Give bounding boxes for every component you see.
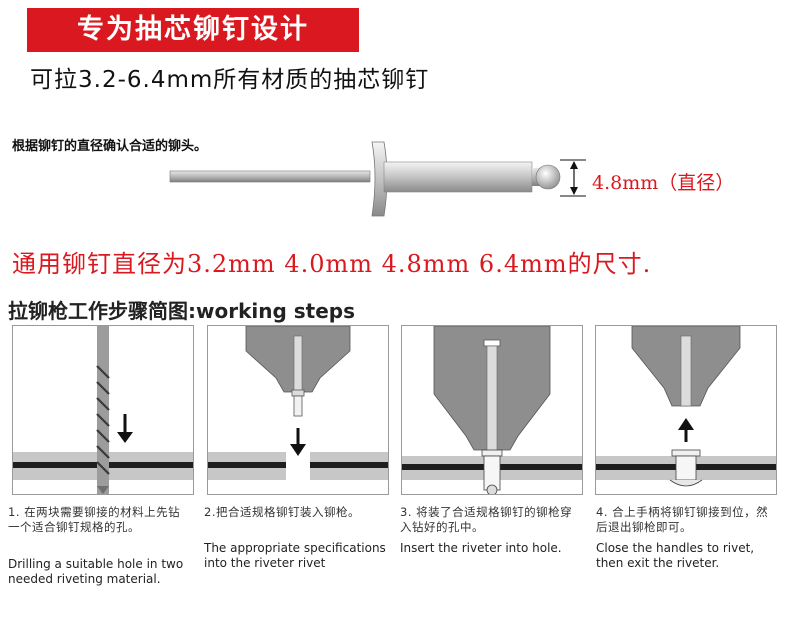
mandrel-head [535, 164, 561, 190]
rivet-flange [371, 141, 388, 217]
subtitle: 可拉3.2-6.4mm所有材质的抽芯铆钉 [30, 67, 430, 93]
rivet-body [383, 161, 533, 193]
step-3-panel [401, 325, 583, 495]
drill-diagram [13, 326, 193, 494]
step-3-caption-cn: 3. 将装了合适规格铆钉的铆枪穿入钻好的孔中。 [400, 505, 573, 534]
step-4-panel [595, 325, 777, 495]
step-3-caption-en: Insert the riveter into hole. [400, 541, 562, 555]
diameter-sizes-line: 通用铆钉直径为3.2mm 4.0mm 4.8mm 6.4mm的尺寸. [12, 250, 652, 278]
diameter-dimension-label: 4.8mm（直径） [592, 172, 735, 194]
step-1-caption-cn: 1. 在两块需要铆接的材料上先钻一个适合铆钉规格的孔。 [8, 505, 181, 534]
mandrel-stem [169, 170, 371, 183]
rivet-illustration [169, 141, 586, 217]
step-2-caption-cn: 2.把合适规格铆钉装入铆枪。 [204, 505, 360, 519]
step-4-caption-cn: 4. 合上手柄将铆钉铆接到位，然后退出铆枪即可。 [596, 505, 769, 534]
steps-heading: 拉铆枪工作步骤简图:working steps [8, 299, 356, 323]
step-4-caption-en: Close the handles to rivet, then exit th… [596, 541, 755, 570]
step-1-caption-en: Drilling a suitable hole in two needed r… [8, 557, 184, 586]
step-1-panel [12, 325, 194, 495]
load-rivet-diagram [208, 326, 388, 480]
step-2-caption-en: The appropriate specifications into the … [204, 541, 386, 570]
title-banner: 专为抽芯铆钉设计 [27, 8, 359, 52]
rivet-note: 根据铆钉的直径确认合适的铆头。 [12, 139, 208, 154]
step-2-panel [207, 325, 389, 495]
close-handles-diagram [596, 326, 776, 487]
insert-rivet-diagram [402, 326, 582, 494]
